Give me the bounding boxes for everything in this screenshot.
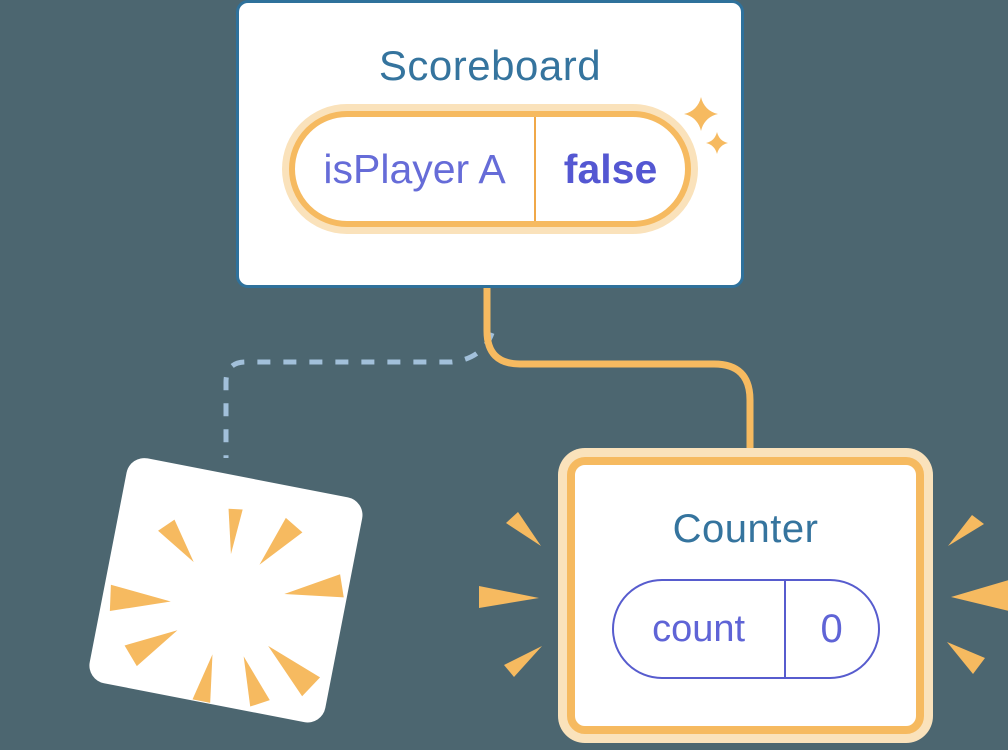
emphasis-burst-right-icon bbox=[947, 515, 1008, 674]
dashed-connector-line bbox=[223, 332, 495, 458]
state-value-label: false bbox=[534, 117, 685, 222]
emphasis-burst-left-icon bbox=[479, 512, 542, 677]
counter-component-card: Counter count 0 bbox=[567, 457, 924, 734]
state-key-label: count bbox=[652, 607, 746, 650]
poof-burst-icon bbox=[109, 508, 344, 707]
counter-state-pill: count 0 bbox=[611, 579, 880, 679]
scoreboard-title: Scoreboard bbox=[378, 42, 602, 89]
scoreboard-state-pill: isPlayer A false bbox=[289, 111, 691, 228]
state-key-label: isPlayer A bbox=[323, 145, 506, 192]
state-value-label: 0 bbox=[783, 581, 878, 677]
orange-connector-line bbox=[483, 283, 754, 452]
counter-title: Counter bbox=[672, 507, 819, 551]
scoreboard-component-card: Scoreboard isPlayer A false bbox=[236, 0, 744, 288]
removed-component-card bbox=[86, 455, 366, 726]
